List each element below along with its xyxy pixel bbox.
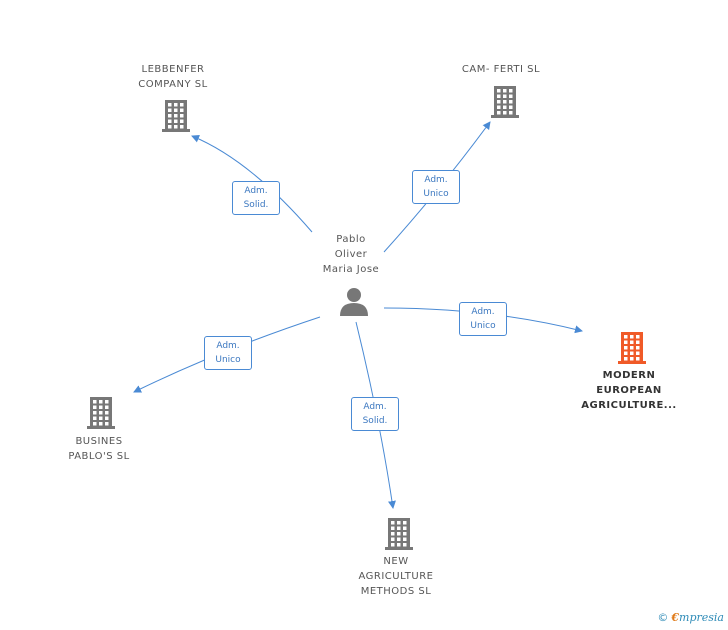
relation-box-busines[interactable]: Adm. Unico <box>204 336 252 370</box>
relation-role: Adm. <box>363 402 387 412</box>
building-icon[interactable] <box>385 518 413 550</box>
relation-role: Adm. <box>471 307 495 317</box>
company-label-line: PABLO'S SL <box>68 451 130 462</box>
copyright-symbol: © <box>657 611 669 624</box>
company-label-line: AGRICULTURE <box>358 571 434 582</box>
company-label-line: MODERN <box>602 370 656 381</box>
person-icon[interactable] <box>340 288 368 316</box>
company-label-line: NEW <box>383 556 409 567</box>
relation-type: Solid. <box>243 200 269 210</box>
person-name-line-1: Pablo <box>336 234 366 245</box>
building-icon[interactable] <box>618 332 646 364</box>
relation-box-modern[interactable]: Adm. Unico <box>459 302 507 336</box>
relation-type: Solid. <box>362 416 388 426</box>
company-label-line: CAM- FERTI SL <box>461 64 541 75</box>
relation-box-camferti[interactable]: Adm. Unico <box>412 170 460 204</box>
company-label-modern[interactable]: MODERN EUROPEAN AGRICULTURE... <box>568 368 690 413</box>
company-label-line: LEBBENFER <box>141 64 205 75</box>
company-label-line: BUSINES <box>75 436 123 447</box>
edge-lebbenfer <box>191 134 313 233</box>
company-label-line: AGRICULTURE... <box>581 400 677 411</box>
relation-type: Unico <box>423 189 449 199</box>
company-label-newagri[interactable]: NEW AGRICULTURE METHODS SL <box>344 554 448 599</box>
brand-initial: € <box>671 611 680 624</box>
person-name-line-2: Oliver <box>334 249 368 260</box>
company-label-line: COMPANY SL <box>138 79 208 90</box>
relation-role: Adm. <box>424 175 448 185</box>
relation-role: Adm. <box>244 186 268 196</box>
relation-box-lebbenfer[interactable]: Adm. Solid. <box>232 181 280 215</box>
person-label[interactable]: Pablo Oliver Maria Jose <box>311 232 391 277</box>
icons <box>87 86 646 550</box>
company-label-line: METHODS SL <box>360 586 432 597</box>
brand-logo[interactable]: ©€mpresia <box>657 611 724 624</box>
company-label-lebbenfer[interactable]: LEBBENFER COMPANY SL <box>118 62 228 92</box>
building-icon[interactable] <box>162 100 190 132</box>
building-icon[interactable] <box>87 397 115 429</box>
relation-box-newagri[interactable]: Adm. Solid. <box>351 397 399 431</box>
company-label-busines[interactable]: BUSINES PABLO'S SL <box>48 434 150 464</box>
relation-role: Adm. <box>216 341 240 351</box>
person-name-line-3: Maria Jose <box>322 264 380 275</box>
company-label-camferti[interactable]: CAM- FERTI SL <box>446 62 556 77</box>
brand-name: mpresia <box>679 611 724 624</box>
building-icon[interactable] <box>491 86 519 118</box>
relation-type: Unico <box>470 321 496 331</box>
relation-type: Unico <box>215 355 241 365</box>
company-label-line: EUROPEAN <box>596 385 662 396</box>
